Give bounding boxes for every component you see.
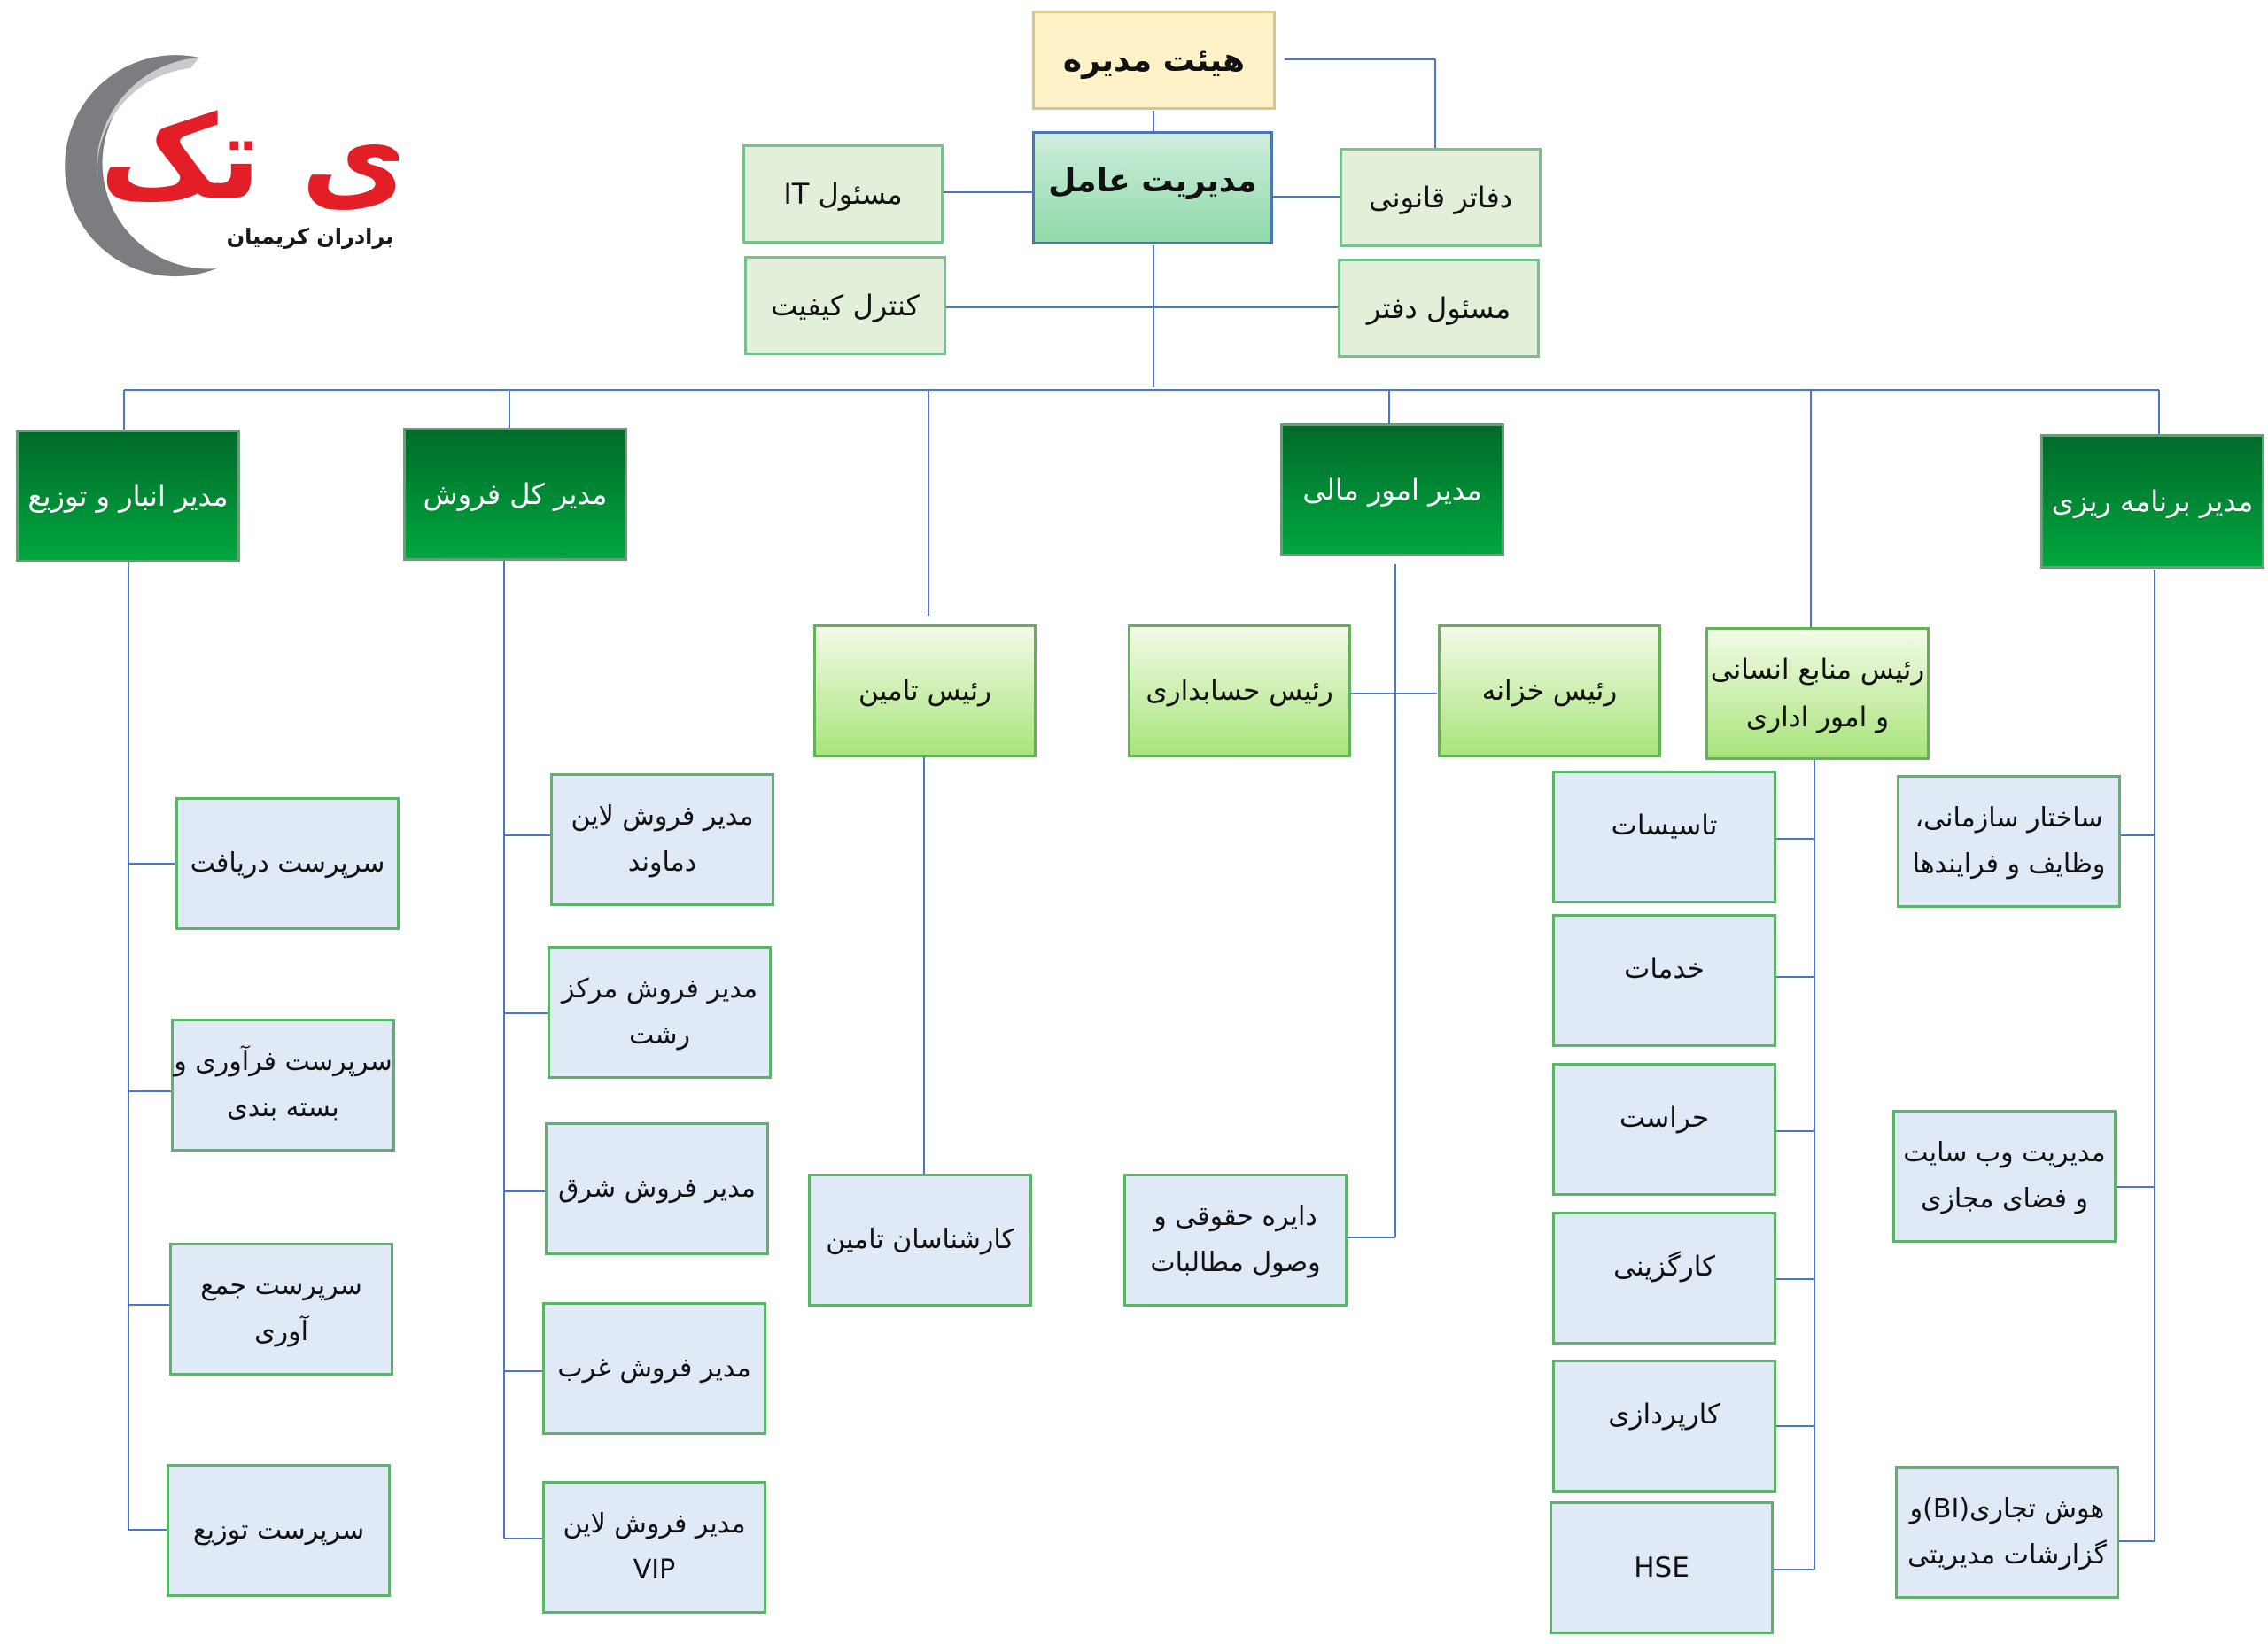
office-officer-box: مسئول دفتر: [1338, 259, 1540, 358]
warehouse-item: سرپرست جمع آوری: [169, 1243, 393, 1376]
supply-item: کارشناسان تامین: [808, 1174, 1032, 1307]
hr-item: حراست: [1552, 1063, 1776, 1196]
sales-item: مدیر فروش لاین دماوند: [550, 773, 774, 906]
hr-item: کارپردازی: [1552, 1360, 1776, 1493]
hr-item: تاسیسات: [1552, 771, 1776, 903]
finance-item: دایره حقوقی و وصول مطالبات: [1123, 1174, 1348, 1307]
dept-warehouse-box: مدیر انبار و توزیع: [16, 430, 240, 562]
ceo-box: مدیریت عامل: [1032, 131, 1273, 244]
planning-item: مدیریت وب سایت و فضای مجازی: [1892, 1110, 2117, 1243]
warehouse-item: سرپرست دریافت: [175, 797, 400, 930]
sales-item: مدیر فروش مرکز رشت: [548, 946, 772, 1079]
hr-item: خدمات: [1552, 914, 1776, 1047]
board-of-directors-box: هیئت مدیره: [1032, 11, 1276, 110]
head-supply-box: رئیس تامین: [813, 624, 1037, 757]
dept-finance-box: مدیر امور مالی: [1280, 423, 1504, 556]
logo-crescent: [65, 55, 217, 277]
quality-control-box: کنترل کیفیت: [744, 256, 946, 355]
logo-main-text: آی تک: [100, 87, 399, 225]
logo-sub-text: برادران کریمیان: [227, 224, 394, 249]
sales-item: مدیر فروش شرق: [545, 1122, 769, 1255]
dept-sales-box: مدیر کل فروش: [403, 428, 627, 561]
hr-item: HSE: [1550, 1501, 1774, 1634]
planning-item: ساختار سازمانی، وظایف و فرایندها: [1897, 775, 2121, 908]
sales-item: مدیر فروش غرب: [542, 1302, 766, 1435]
hr-item: کارگزینی: [1552, 1212, 1776, 1345]
sales-item: مدیر فروش لاین VIP: [542, 1481, 766, 1614]
legal-offices-box: دفاتر قانونی: [1340, 148, 1542, 247]
planning-item: هوش تجاری(BI)و گزارشات مدیریتی: [1895, 1466, 2119, 1599]
warehouse-item: سرپرست توزیع: [167, 1464, 391, 1597]
company-logo: آی تک برادران کریمیان: [65, 55, 399, 277]
warehouse-item: سرپرست فرآوری و بسته بندی: [171, 1019, 395, 1152]
head-hr-box: رئیس منابع انسانی و امور اداری: [1705, 627, 1930, 760]
head-treasury-box: رئیس خزانه: [1438, 624, 1661, 757]
head-accounting-box: رئیس حسابداری: [1128, 624, 1351, 757]
it-officer-box: مسئول IT: [742, 144, 944, 244]
dept-planning-box: مدیر برنامه ریزی: [2040, 434, 2264, 569]
